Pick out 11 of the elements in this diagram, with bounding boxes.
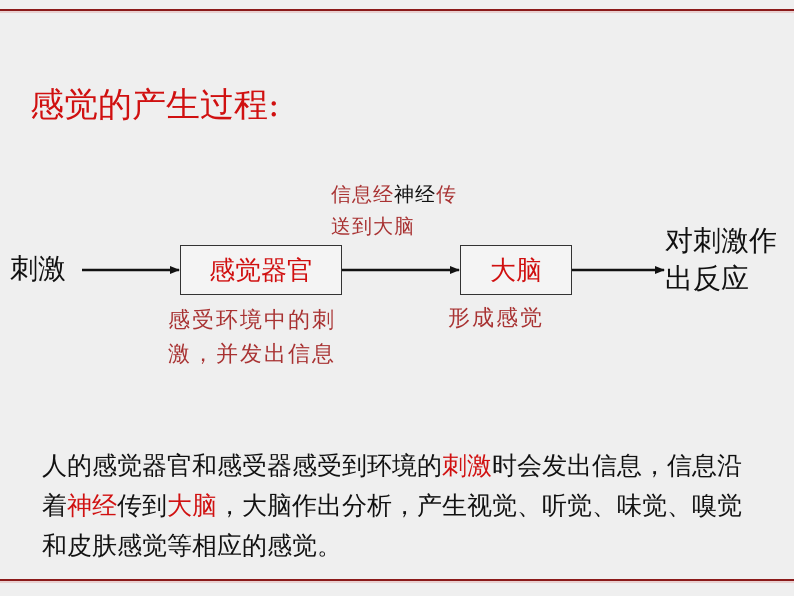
response-text: 对刺激作出反应 <box>665 222 783 336</box>
arrow <box>572 266 665 274</box>
process-box: 感觉器官 <box>180 245 342 295</box>
arrow <box>82 266 180 274</box>
stimulus-text: 刺激 <box>10 250 80 288</box>
caption-text: 感受环境中的刺激，并发出信息 <box>168 307 337 369</box>
arrow <box>342 266 460 274</box>
title: 感觉的产生过程: <box>30 84 280 127</box>
paragraph-text: 人的感觉器官和感受器感受到环境的刺激时会发出信息，信息沿着神经传到大脑，大脑作出分析，产生视觉、听觉、味觉、嗅觉和皮肤感觉等相应的感觉。 <box>42 450 743 562</box>
caption-text: 形成感觉 <box>448 305 545 333</box>
process-box: 大脑 <box>460 245 572 295</box>
